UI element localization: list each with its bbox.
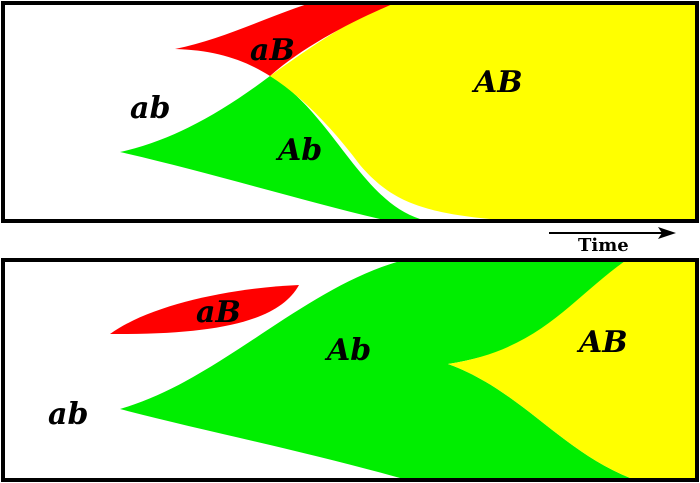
- time-axis: Time: [549, 227, 676, 256]
- top-label-AB: AB: [471, 65, 523, 100]
- bottom-region-AB: [448, 261, 697, 478]
- top-region-AB: [270, 3, 697, 219]
- bottom-panel-border: [1, 258, 699, 482]
- bottom-label-ab: ab: [48, 397, 88, 432]
- top-panel: ab aB Ab AB: [1, 1, 699, 223]
- bottom-panel: ab aB Ab AB: [1, 258, 699, 482]
- bottom-label-Ab: Ab: [324, 333, 371, 368]
- time-label: Time: [578, 235, 629, 256]
- top-region-Ab-lower: [120, 152, 380, 219]
- top-label-Ab: Ab: [275, 133, 322, 168]
- time-arrow-head: [658, 227, 676, 239]
- top-panel-border: [1, 1, 699, 223]
- bottom-label-AB: AB: [576, 325, 628, 360]
- top-label-ab: ab: [130, 91, 170, 126]
- bottom-region-Ab: [120, 261, 630, 478]
- top-label-aB: aB: [250, 33, 295, 68]
- top-region-aB: [175, 3, 395, 76]
- bottom-label-aB: aB: [196, 295, 241, 330]
- bottom-region-aB: [110, 285, 299, 335]
